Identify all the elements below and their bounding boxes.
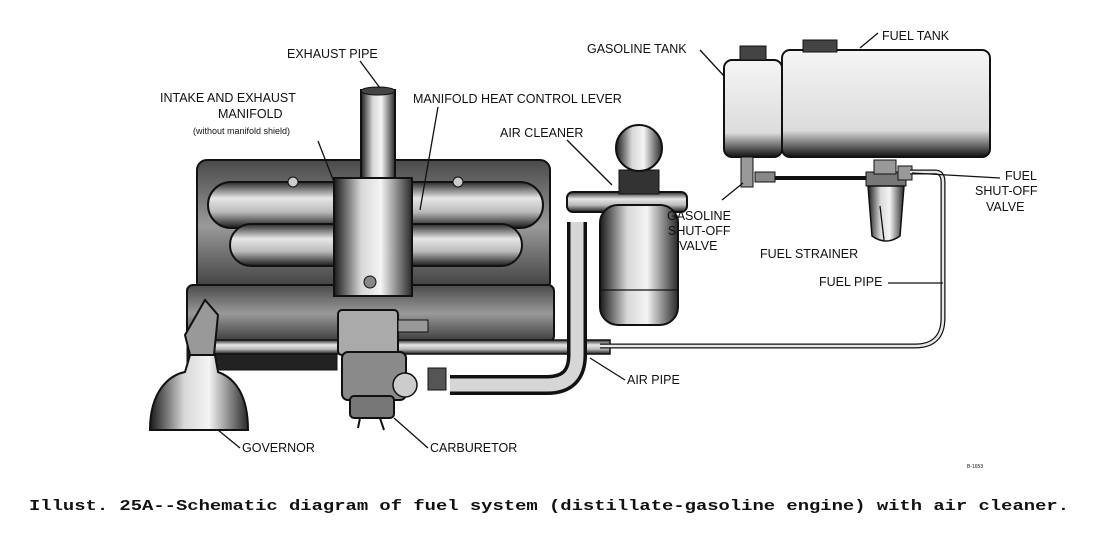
air-pipe bbox=[450, 222, 587, 395]
governor bbox=[148, 298, 250, 431]
carburetor bbox=[337, 309, 447, 431]
air-cleaner-label: AIR CLEANER bbox=[500, 126, 583, 140]
figure-caption: Illust. 25A--Schematic diagram of fuel s… bbox=[29, 498, 1069, 515]
carburetor-label: CARBURETOR bbox=[430, 441, 517, 455]
fuel-shut-off-valve-label-line2: SHUT-OFF bbox=[975, 184, 1038, 198]
fuel-shut-off-valve bbox=[897, 165, 913, 181]
manifold-heat-control-lever-label: MANIFOLD HEAT CONTROL LEVER bbox=[413, 92, 622, 106]
gasoline-tank-label: GASOLINE TANK bbox=[587, 42, 687, 56]
fuel-tank-label: FUEL TANK bbox=[882, 29, 950, 43]
fuel-strainer bbox=[865, 159, 907, 242]
intake-pipe bbox=[204, 339, 611, 355]
intake-exhaust-manifold-label-line1: INTAKE AND EXHAUST bbox=[160, 91, 296, 105]
gasoline-shut-off-valve-label-line1: GASOLINE bbox=[667, 209, 731, 223]
manifold-shield-note: (without manifold shield) bbox=[193, 126, 290, 136]
fuel-pipe bbox=[600, 169, 946, 349]
gasoline-shut-off-valve-label-line2: SHUT-OFF bbox=[668, 224, 731, 238]
governor-label: GOVERNOR bbox=[242, 441, 315, 455]
exhaust-pipe bbox=[333, 86, 413, 297]
figure-code: B-1653 bbox=[967, 464, 983, 470]
exhaust-pipe-label: EXHAUST PIPE bbox=[287, 47, 378, 61]
fuel-strainer-label: FUEL STRAINER bbox=[760, 247, 858, 261]
gasoline-shut-off-valve-label-line3: VALVE bbox=[679, 239, 717, 253]
fuel-shut-off-valve-label-line1: FUEL bbox=[1005, 169, 1037, 183]
fuel-tank bbox=[781, 39, 991, 158]
gasoline-shut-off-valve bbox=[740, 156, 776, 188]
gasoline-tank bbox=[723, 45, 783, 158]
intake-exhaust-manifold-label-line2: MANIFOLD bbox=[218, 107, 283, 121]
fuel-pipe-label: FUEL PIPE bbox=[819, 275, 882, 289]
air-pipe-label: AIR PIPE bbox=[627, 373, 680, 387]
fuel-shut-off-valve-label-line3: VALVE bbox=[986, 200, 1024, 214]
leader-lines bbox=[217, 32, 1001, 449]
air-cleaner bbox=[566, 124, 688, 326]
